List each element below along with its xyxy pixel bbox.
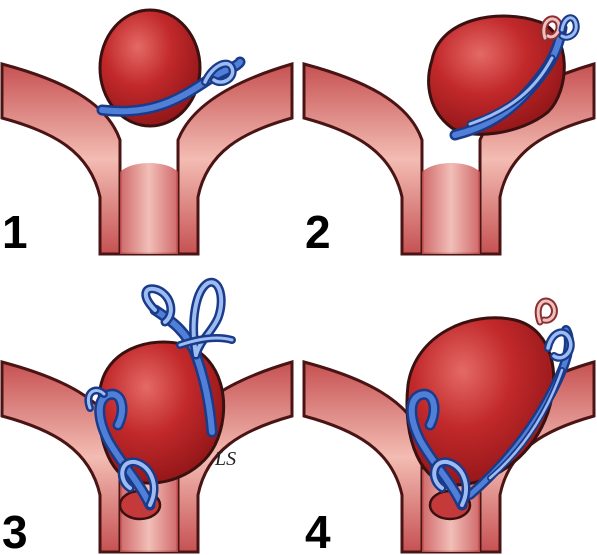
panel-2-aneurysm [427,14,566,136]
panel-3-aneurysm [97,340,226,485]
panel-4-clip-lower [406,388,471,511]
panel-2-number: 2 [305,206,331,258]
panel-3-clip-upper [141,277,236,438]
artist-signature: LS [214,448,236,470]
panel-3: LS 3 [0,277,294,555]
panel-2-clip [449,14,580,141]
panel-1-number: 1 [2,206,28,258]
panel-3-clip-lower [84,386,159,511]
panel-4: 4 [302,297,596,555]
panel-2: 2 [302,14,596,258]
panel-4-clip-upper [465,297,575,500]
panel-3-number: 3 [2,506,28,555]
panel-1: 1 [0,8,294,258]
panel-4-number: 4 [305,506,331,555]
panel-1-clip [96,56,246,117]
